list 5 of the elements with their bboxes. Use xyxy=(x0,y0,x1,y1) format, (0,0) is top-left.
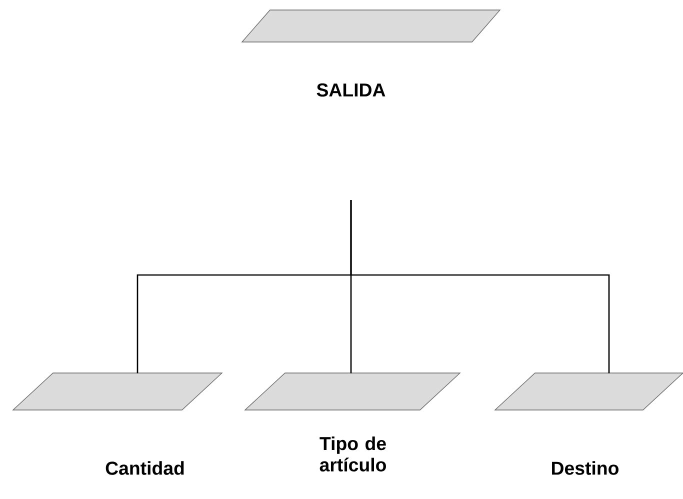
node-caption: SALIDA xyxy=(316,83,386,97)
node-caption: Tipo de artículo xyxy=(320,436,386,472)
node-caption: Destino xyxy=(552,461,618,475)
connector-line xyxy=(350,200,610,374)
node-caption: Cantidad xyxy=(106,461,184,475)
